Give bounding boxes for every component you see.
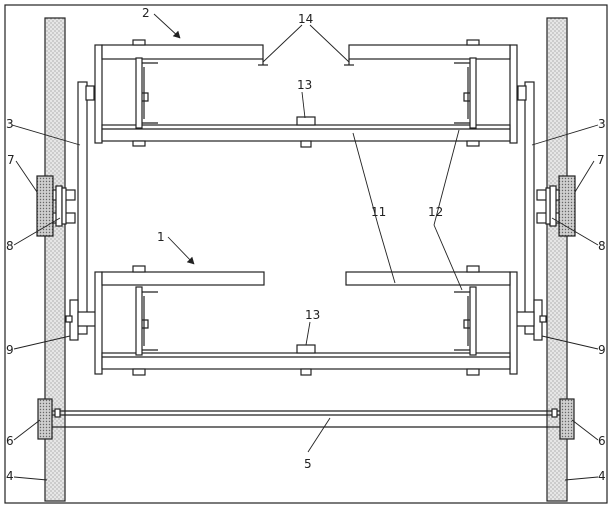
- right-pivot-assembly: [536, 185, 560, 227]
- label-1: 1: [157, 230, 165, 244]
- label-8-right: 8: [598, 239, 606, 253]
- left-pivot-assembly: [52, 185, 76, 227]
- callout-labels: 2 1 14 13 13 3 3 7 7 8 8 9 9 6 6 4 4 5 1…: [6, 6, 606, 483]
- label-4-left: 4: [6, 469, 14, 483]
- label-7-right: 7: [597, 153, 605, 167]
- label-5: 5: [304, 457, 312, 471]
- label-11: 11: [371, 205, 386, 219]
- label-12: 12: [428, 205, 443, 219]
- label-13-bottom: 13: [305, 308, 320, 322]
- label-4-right: 4: [598, 469, 606, 483]
- left-link-rod: [77, 81, 88, 335]
- label-3-left: 3: [6, 117, 14, 131]
- right-bracket-9: [515, 299, 547, 341]
- frame-border: [4, 4, 608, 504]
- right-block-7: [558, 175, 576, 237]
- leader-lines: [11, 13, 599, 481]
- label-9-right: 9: [598, 343, 606, 357]
- lower-frame-assembly: [94, 265, 518, 376]
- left-block-7: [36, 175, 54, 237]
- left-block-6: [37, 398, 53, 440]
- label-7-left: 7: [7, 153, 15, 167]
- right-block-6: [559, 398, 575, 440]
- upper-frame-assembly: [94, 39, 518, 148]
- label-6-left: 6: [6, 434, 14, 448]
- label-3-right: 3: [598, 117, 606, 131]
- right-link-rod: [524, 81, 535, 335]
- label-2: 2: [142, 6, 150, 20]
- label-13-top: 13: [297, 78, 312, 92]
- label-9-left: 9: [6, 343, 14, 357]
- bottom-shaft: [52, 408, 560, 428]
- label-6-right: 6: [598, 434, 606, 448]
- label-14: 14: [298, 12, 313, 26]
- label-8-left: 8: [6, 239, 14, 253]
